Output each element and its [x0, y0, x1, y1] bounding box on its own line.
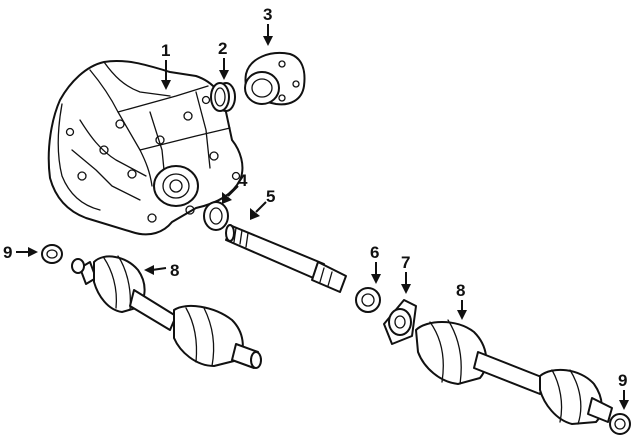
callout-1: 1: [161, 41, 170, 60]
callout-6: 6: [370, 243, 379, 262]
callout-9-right: 9: [618, 371, 627, 390]
right-axle-shaft[interactable]: [415, 319, 613, 425]
callout-7: 7: [401, 253, 410, 272]
pinion-seal[interactable]: [210, 82, 236, 112]
right-axle-nut[interactable]: [609, 413, 631, 435]
callout-8-left: 8: [170, 261, 179, 280]
callout-5: 5: [266, 187, 275, 206]
left-axle-nut[interactable]: [41, 244, 85, 274]
callout-4: 4: [238, 171, 248, 190]
support-bearing[interactable]: [355, 287, 381, 313]
callout-arrows: [16, 24, 629, 410]
callout-9-left: 9: [3, 243, 12, 262]
left-axle-shaft[interactable]: [79, 255, 262, 369]
callout-8-right: 8: [456, 281, 465, 300]
bearing-bracket[interactable]: [383, 299, 417, 345]
axle-seal[interactable]: [203, 201, 229, 231]
callout-3: 3: [263, 5, 272, 24]
intermediate-shaft[interactable]: [225, 224, 347, 293]
callout-2: 2: [218, 39, 227, 58]
differential-housing[interactable]: [47, 59, 244, 236]
companion-flange[interactable]: [244, 52, 306, 106]
